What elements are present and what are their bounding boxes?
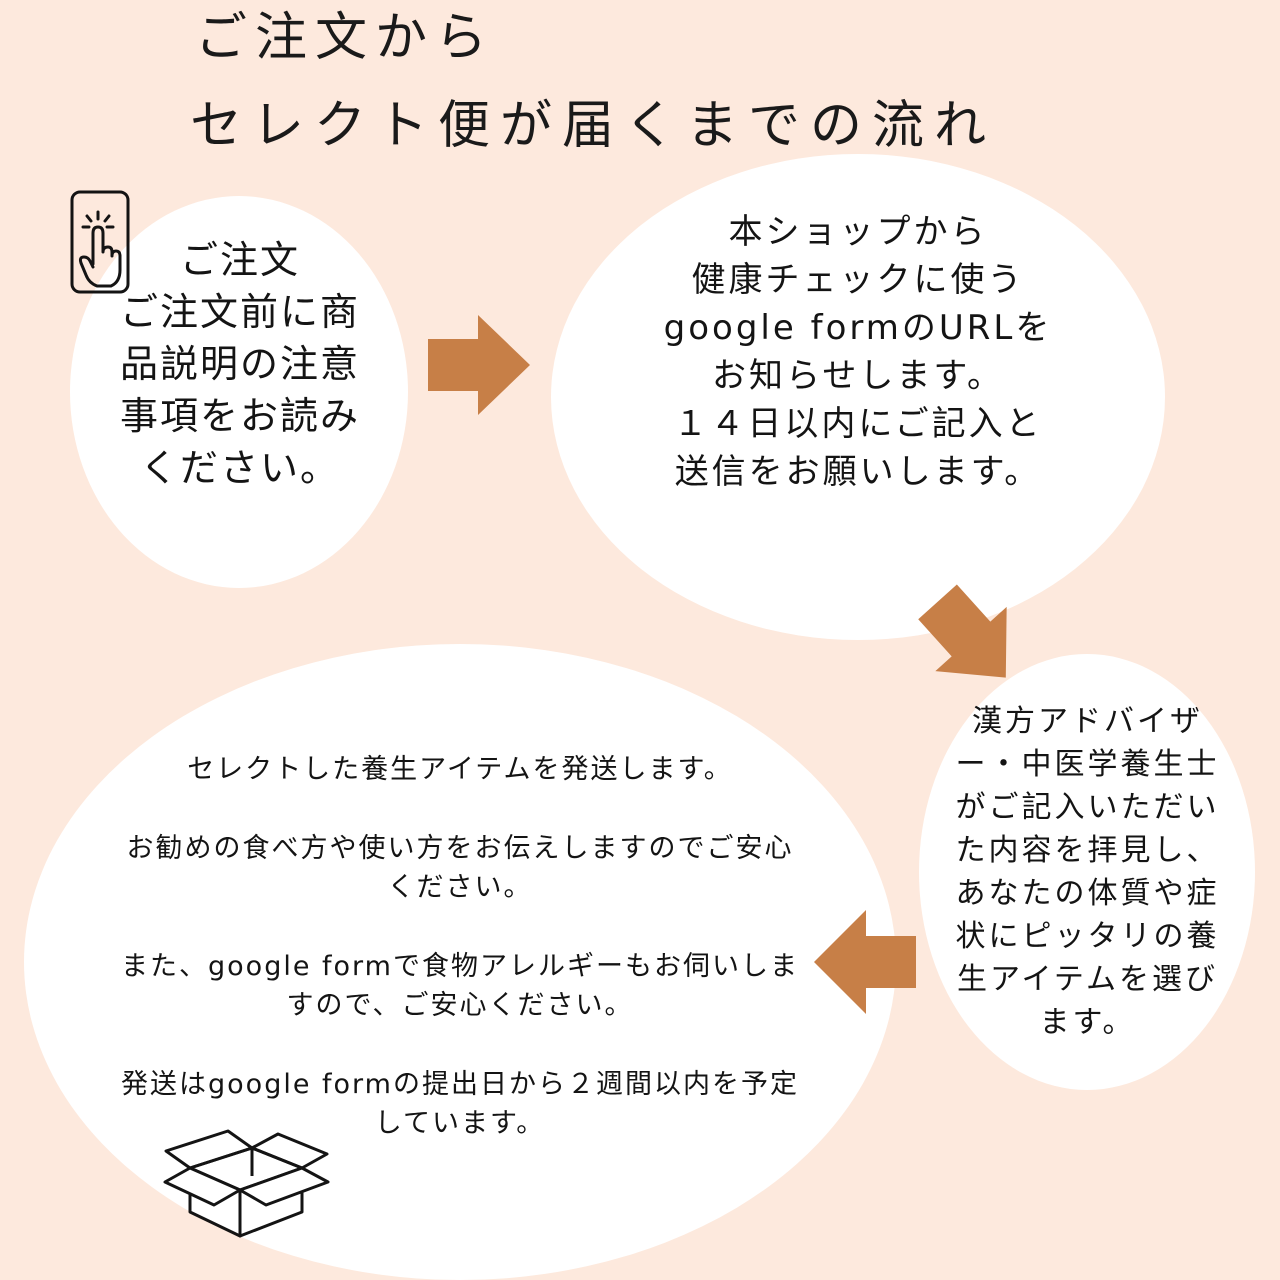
arrow-down-right-icon xyxy=(918,584,1007,678)
page-title-line-2: セレクト便が届くまでの流れ xyxy=(190,96,997,156)
step-4-line: 発送はgoogle formの提出日から２週間以内を予定 xyxy=(121,1069,799,1100)
step-1-bubble xyxy=(70,196,408,588)
smartphone-tap-icon xyxy=(70,190,130,294)
step-1-line: 品説明の注意 xyxy=(119,342,360,386)
step-1-line: ください。 xyxy=(139,446,340,490)
step-4-paragraph: また、google formで食物アレルギーもお伺いしま すので、ご安心ください… xyxy=(60,947,860,1025)
step-4-line: また、google formで食物アレルギーもお伺いしま xyxy=(121,951,799,982)
step-4-line: しています。 xyxy=(374,1108,546,1139)
step-3-line: 生アイテムを選び xyxy=(957,962,1218,997)
step-4-bubble xyxy=(24,644,896,1280)
step-3-line: ー・中医学養生士 xyxy=(955,747,1220,782)
step-2-line: 本ショップから xyxy=(728,212,988,252)
step-4-line: セレクトした養生アイテムを発送します。 xyxy=(187,754,733,785)
step-3-bubble xyxy=(919,654,1255,1090)
step-4-text: セレクトした養生アイテムを発送します。 お勧めの食べ方や使い方をお伝えしますので… xyxy=(60,750,860,1183)
step-4-paragraph: お勧めの食べ方や使い方をお伝えしますのでご安心 ください。 xyxy=(60,829,860,907)
step-3-line: ます。 xyxy=(1039,1005,1136,1040)
step-3-line: 漢方アドバイザ xyxy=(972,704,1203,739)
arrow-right-icon xyxy=(428,315,530,415)
step-3-line: あなたの体質や症 xyxy=(955,876,1220,911)
step-2-line: １４日以内にご記入と xyxy=(673,404,1043,444)
step-4-line: お勧めの食べ方や使い方をお伝えしますのでご安心 xyxy=(126,833,794,864)
page-title-line-1: ご注文から xyxy=(195,8,496,68)
step-2-line: お知らせします。 xyxy=(712,356,1004,396)
step-1-line: ご注文 xyxy=(179,238,300,282)
step-1-text: ご注文 ご注文前に商 品説明の注意 事項をお読み ください。 xyxy=(70,234,410,494)
step-2-bubble xyxy=(551,154,1165,640)
step-3-line: た内容を拝見し、 xyxy=(955,833,1220,868)
step-4-line: ください。 xyxy=(387,872,533,903)
open-box-icon xyxy=(163,1129,330,1238)
step-2-line: 健康チェックに使う xyxy=(691,260,1025,300)
step-2-line: 送信をお願いします。 xyxy=(674,452,1042,492)
step-1-line: ご注文前に商 xyxy=(119,290,360,334)
step-2-line: google formのURLを xyxy=(663,308,1053,348)
step-1-line: 事項をお読み xyxy=(119,394,360,438)
arrow-left-icon xyxy=(814,910,916,1014)
step-2-text: 本ショップから 健康チェックに使う google formのURLを お知らせし… xyxy=(558,208,1158,496)
step-4-line: すので、ご安心ください。 xyxy=(286,990,634,1021)
step-3-line: 状にピッタリの養 xyxy=(955,919,1220,954)
step-4-paragraph: 発送はgoogle formの提出日から２週間以内を予定 しています。 xyxy=(60,1065,860,1143)
step-4-paragraph: セレクトした養生アイテムを発送します。 xyxy=(60,750,860,789)
step-3-line: がご記入いただい xyxy=(955,790,1220,825)
step-3-text: 漢方アドバイザ ー・中医学養生士 がご記入いただい た内容を拝見し、 あなたの体… xyxy=(930,700,1245,1044)
